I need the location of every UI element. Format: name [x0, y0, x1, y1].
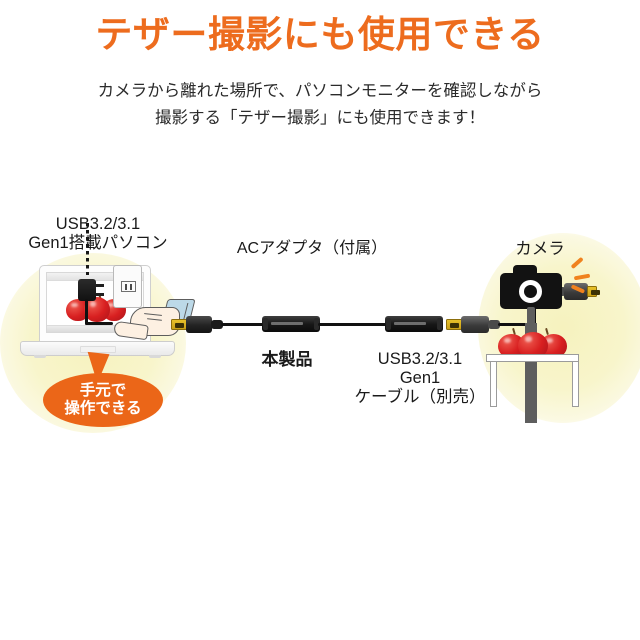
camera-label: カメラ [515, 240, 565, 258]
wall-outlet-icon [113, 265, 142, 308]
table-leg [572, 361, 579, 407]
pc-label-line-1: USB3.2/3.1 [55, 215, 141, 233]
ac-adapter-cable-drop [85, 299, 89, 325]
laptop-illustration [20, 265, 196, 365]
product-module-right [385, 316, 443, 332]
ac-adapter-prong [96, 293, 104, 296]
page-subtitle: カメラから離れた場所で、パソコンモニターを確認しながら 撮影する「テザー撮影」に… [0, 78, 640, 131]
apple-highlight [545, 337, 553, 344]
ac-adapter-label: ACアダプタ（付属） [236, 240, 388, 257]
module-cap [386, 318, 391, 330]
laptop-trackpad [80, 346, 116, 353]
micro-b-connector-tip-icon [587, 286, 600, 297]
pc-label-line-2: Gen1搭載パソコン [28, 234, 168, 253]
ac-adapter-cable-run [85, 322, 113, 326]
callout-text: 手元で 操作できる [64, 382, 141, 417]
cable-label-line-2: Gen1 [399, 368, 441, 387]
subtitle-line-1: カメラから離れた場所で、パソコンモニターを確認しながら [97, 82, 543, 100]
usb-plug-neck-pc [211, 320, 223, 329]
apple-highlight [524, 336, 533, 343]
camera-glow [478, 233, 640, 423]
laptop-foot [34, 355, 46, 358]
camera-icon [500, 265, 562, 309]
usb-plug-body-pc [186, 316, 212, 333]
ac-adapter-prong [96, 284, 104, 287]
callout-line-1: 手元で [79, 382, 127, 400]
ac-adapter-plug-icon [78, 279, 96, 301]
apple-highlight [107, 302, 114, 308]
screen-apple-photo [66, 293, 128, 323]
outlet-slot-frame [121, 281, 136, 292]
callout-bubble: 手元で 操作できる [43, 373, 163, 427]
module-marking [271, 322, 303, 325]
outlet-slot [130, 284, 133, 290]
callout-line-2: 操作できる [64, 400, 142, 417]
cable-label-line-3: ケーブル（別売） [354, 387, 486, 406]
usb-plug-body-cable [461, 316, 489, 333]
apple-highlight [503, 337, 511, 344]
cable-segment-pc-to-product [221, 323, 266, 327]
cable-segment-product-to-junction [318, 323, 390, 327]
ac-adapter-leader-line [86, 223, 89, 275]
product-label: 本製品 [261, 350, 313, 369]
laptop-base [20, 341, 175, 356]
usb-a-connector-cable-icon [446, 319, 462, 330]
module-marking [394, 322, 426, 325]
cable-segment-to-riser [498, 323, 536, 327]
tripod-neck [527, 307, 535, 327]
outlet-slot [124, 284, 127, 290]
table-leg [490, 361, 497, 407]
module-cap [437, 318, 442, 330]
apple-icon [84, 297, 110, 322]
usb-plug-neck-cable [488, 320, 500, 329]
product-diagram: USB3.2/3.1 Gen1搭載パソコン ACアダプタ（付属） 本製品 USB… [0, 195, 640, 460]
module-cap [263, 318, 268, 330]
cable-label-line-1: USB3.2/3.1 [377, 350, 463, 368]
apple-highlight [71, 302, 78, 308]
module-cap [314, 318, 319, 330]
screen-toolbar [47, 325, 143, 332]
cable-label: USB3.2/3.1 Gen1 ケーブル（別売） [340, 350, 500, 406]
laptop-foot [149, 355, 161, 358]
subtitle-line-2: 撮影する「テザー撮影」にも使用できます！ [155, 108, 485, 127]
product-module-left [262, 316, 320, 332]
usb-a-connector-pc-icon [171, 319, 187, 330]
page-title: テザー撮影にも使用できる [95, 14, 545, 55]
table-top [486, 354, 579, 362]
camera-lens [519, 280, 542, 303]
pc-label: USB3.2/3.1 Gen1搭載パソコン [8, 215, 188, 254]
apple-highlight [89, 301, 97, 307]
micro-b-plug-body [564, 283, 588, 300]
